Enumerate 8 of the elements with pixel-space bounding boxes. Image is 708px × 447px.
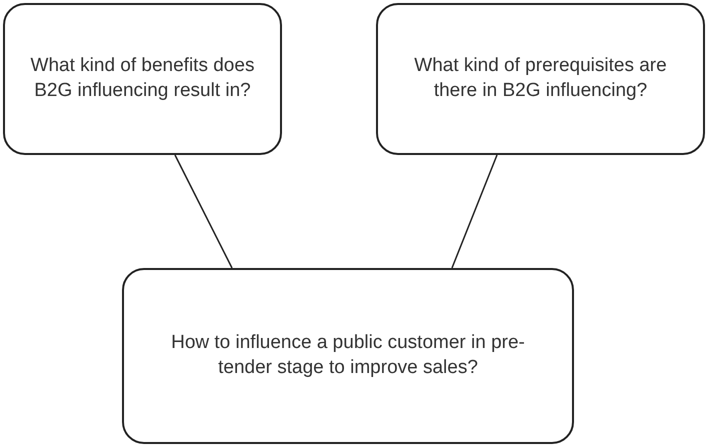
node-text: What kind of prerequisites are there in B2G influencing? — [413, 54, 668, 103]
rounded-box — [376, 3, 705, 155]
node-text: What kind of benefits does B2G influencing result in? — [30, 54, 256, 103]
rounded-box — [122, 268, 574, 444]
node-text: How to influence a public customer in pre-tender stage to improve sales? — [170, 331, 526, 380]
connector-line — [174, 154, 233, 268]
rounded-box — [3, 3, 282, 155]
connector-line — [451, 154, 498, 268]
